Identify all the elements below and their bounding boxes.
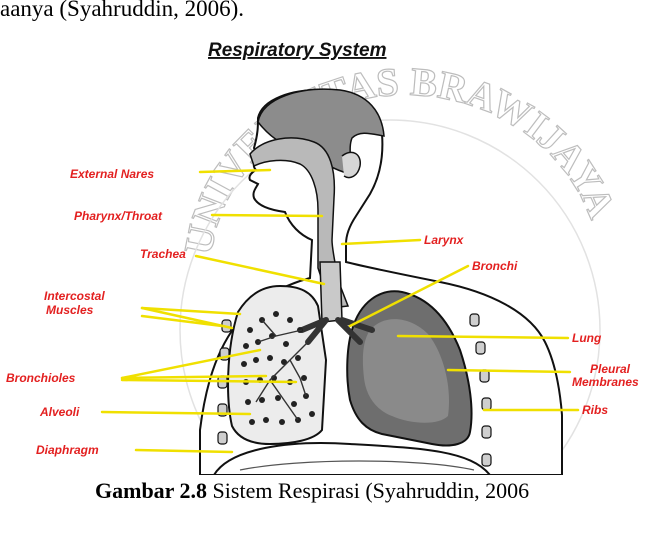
label-alveoli: Alveoli	[39, 405, 80, 419]
label-external-nares: External Nares	[70, 167, 154, 181]
label-intercostal-muscles-line2: Muscles	[46, 303, 94, 317]
label-ribs: Ribs	[582, 403, 608, 417]
caption-label: Gambar 2.8	[95, 478, 207, 503]
label-pleural-membranes-line1: Pleural	[590, 362, 631, 376]
label-bronchi: Bronchi	[472, 259, 518, 273]
trachea-shape	[320, 262, 342, 322]
watermark-text: UNIVERSITAS BRAWIJAYA	[175, 59, 625, 258]
label-lung: Lung	[572, 331, 602, 345]
label-intercostal-muscles-line1: Intercostal	[44, 289, 105, 303]
preceding-paragraph-text: aanya (Syahruddin, 2006).	[0, 0, 244, 22]
caption-text: Sistem Respirasi (Syahruddin, 2006	[207, 478, 529, 503]
label-larynx: Larynx	[424, 233, 465, 247]
label-trachea: Trachea	[140, 247, 186, 261]
label-pleural-membranes-line2: Membranes	[572, 375, 639, 389]
label-bronchioles: Bronchioles	[6, 371, 76, 385]
label-pharynx-throat: Pharynx/Throat	[74, 209, 163, 223]
figure-caption: Gambar 2.8 Sistem Respirasi (Syahruddin,…	[95, 478, 529, 504]
figure-title: Respiratory System	[208, 40, 387, 61]
respiratory-system-figure: Respiratory System UNIVERSITAS BRAWIJAYA	[0, 30, 670, 475]
label-diaphragm: Diaphragm	[36, 443, 99, 457]
